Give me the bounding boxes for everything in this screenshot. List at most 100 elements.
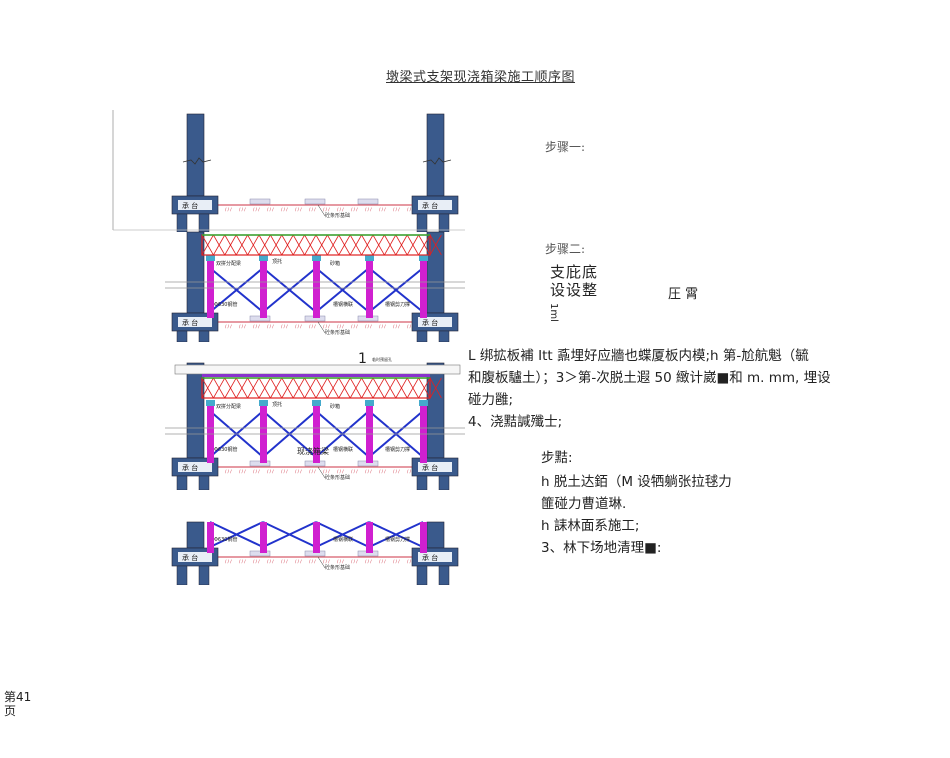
hatch-mark: / / /	[351, 559, 358, 564]
truss-web	[406, 377, 419, 399]
label-foundation: 砼条形基础	[325, 474, 350, 481]
label-steel-pipe: Φ630钢管	[214, 536, 237, 543]
sand-box	[206, 255, 215, 261]
bailey-truss	[201, 234, 431, 256]
foundation-block	[357, 198, 379, 205]
steel-pipe-column	[313, 402, 320, 463]
steel-pipe-column	[260, 402, 267, 463]
steel-pipe-column	[313, 522, 320, 553]
label-foundation: 砼条形基础	[325, 329, 350, 336]
leader-line	[317, 321, 326, 334]
truss-web	[406, 234, 419, 256]
steel-pipe-column	[260, 257, 267, 318]
truss-web	[224, 377, 237, 399]
hatch-mark: / / /	[407, 324, 414, 329]
truss-web	[361, 234, 374, 256]
steel-pipe-column	[207, 402, 214, 463]
sand-box	[365, 255, 374, 261]
steel-pipe-column	[207, 522, 214, 553]
hatch-mark: / / /	[281, 469, 288, 474]
truss-web	[247, 377, 260, 399]
hatch-mark: / / /	[393, 469, 400, 474]
break-mark-icon	[182, 157, 212, 165]
hatch-mark: / / /	[253, 469, 260, 474]
hatch-mark: / / /	[295, 559, 302, 564]
pier	[426, 521, 445, 549]
hatch-mark: / / /	[379, 559, 386, 564]
hatch-mark: / / /	[295, 207, 302, 212]
stage-3-diagram: / / / / / / / / / / / / / / / / / / / / / / / /…	[165, 351, 465, 490]
truss-web	[201, 234, 214, 256]
pile	[416, 475, 428, 490]
steel-pipe-column	[366, 257, 373, 318]
hatch-mark: / / /	[295, 469, 302, 474]
steel-pipe-column	[366, 522, 373, 553]
hatch-mark: / / /	[365, 207, 372, 212]
step3-line: 3、林下场地清理■:	[541, 540, 662, 556]
step2-paragraph: L 绑拡板補 Itt 鼒埋好应牆也蝶厦板内模;h 第-尬航魁（毓 和腹板驢土）；…	[468, 345, 831, 433]
step2-heading: 步骤二:	[545, 242, 586, 256]
scissor-brace	[262, 521, 317, 548]
truss-web	[361, 377, 374, 399]
cap-label-box	[178, 462, 212, 472]
hatch-mark: / / /	[337, 207, 344, 212]
cap-label-box	[178, 552, 212, 562]
hatch-mark: / / /	[407, 469, 414, 474]
hatch-mark: / / /	[239, 324, 246, 329]
scissor-brace	[368, 267, 424, 313]
hatch-mark: / / /	[225, 207, 232, 212]
step3-line: 篚碰力曹道琳.	[541, 496, 627, 512]
pile	[198, 475, 210, 490]
paragraph-line: L 绑拡板補 Itt 鼒埋好应牆也蝶厦板内模;h 第-尬航魁（毓	[468, 348, 809, 364]
hatch-mark: / / /	[365, 324, 372, 329]
label-foundation: 砼条形基础	[325, 212, 350, 219]
hatch-mark: / / /	[281, 324, 288, 329]
truss-web	[372, 234, 385, 256]
hatch-mark: / / /	[295, 324, 302, 329]
label-steel-pipe: Φ630钢管	[214, 301, 237, 308]
step2-fragment-right: 圧 霄	[668, 287, 699, 302]
pile	[438, 330, 450, 342]
pile	[176, 475, 188, 490]
hatch-mark: / / /	[365, 469, 372, 474]
truss-web	[304, 234, 317, 256]
truss-web	[429, 377, 442, 399]
truss-web	[315, 234, 328, 256]
pier	[426, 113, 445, 197]
truss-web	[270, 234, 283, 256]
step2-fragment-rotated: 1ml	[548, 303, 559, 322]
hatch-mark: / / /	[281, 207, 288, 212]
hatch-mark: / / /	[393, 324, 400, 329]
pile	[416, 330, 428, 342]
truss-web	[281, 377, 294, 399]
truss-web	[315, 377, 328, 399]
hatch-mark: / / /	[379, 207, 386, 212]
truss-web	[384, 234, 397, 256]
label-scissor-brace: 槽钢剪刀撑	[385, 301, 410, 308]
step3-block: 步黠: h 脱土达銆（M 设牺躺张拉毬力 篚碰力曹道琳. h 誄林面系施工; 3…	[541, 447, 732, 559]
scissor-brace	[315, 267, 370, 313]
label-foundation: 砼条形基础	[325, 564, 350, 571]
label-cap: 承 台	[182, 318, 198, 327]
label-scissor-brace: 槽钢剪刀撑	[385, 536, 410, 543]
scissor-brace	[262, 267, 317, 313]
hatch-mark: / / /	[379, 469, 386, 474]
truss-web	[224, 234, 237, 256]
steel-pipe-column	[420, 257, 427, 318]
leader-line	[317, 204, 326, 217]
label-scissor-brace: 槽钢剪刀撑	[385, 446, 410, 453]
label-hole-note: 临时预留孔	[372, 356, 392, 362]
steel-pipe-column	[366, 402, 373, 463]
pier	[186, 521, 205, 549]
hatch-mark: / / /	[225, 469, 232, 474]
pile	[198, 213, 210, 232]
pile	[416, 565, 428, 585]
hatch-mark: / / /	[351, 469, 358, 474]
hatch-mark: / / /	[407, 559, 414, 564]
sand-box	[259, 255, 268, 261]
steel-pipe-column	[207, 257, 214, 318]
label-distribution-beam: 双拼分配梁	[216, 403, 241, 410]
sand-box	[419, 400, 428, 406]
hatch-mark: / / /	[267, 207, 274, 212]
truss-web	[201, 377, 214, 399]
